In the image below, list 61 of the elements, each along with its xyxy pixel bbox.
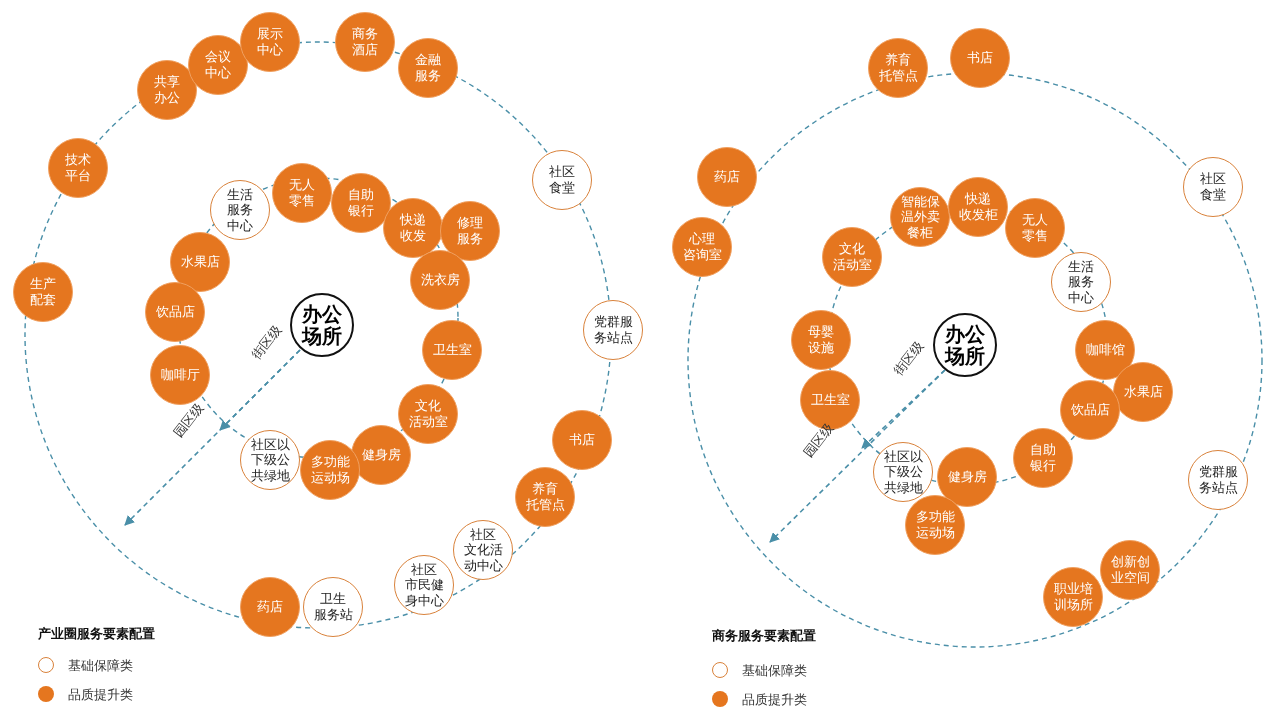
level-label: 街区级 — [248, 321, 286, 364]
legend-heading: 商务服务要素配置 — [712, 627, 816, 645]
quality-service-node: 会议中心 — [188, 35, 248, 95]
quality-service-node: 饮品店 — [145, 282, 205, 342]
quality-service-node: 健身房 — [351, 425, 411, 485]
quality-service-node: 展示中心 — [240, 12, 300, 72]
basic-service-node: 社区食堂 — [1183, 157, 1243, 217]
basic-service-node: 社区以下级公共绿地 — [240, 430, 300, 490]
legend-label: 基础保障类 — [68, 657, 133, 675]
quality-service-node: 多功能运动场 — [300, 440, 360, 500]
quality-service-node: 养育托管点 — [868, 38, 928, 98]
center-node: 办公场所 — [933, 313, 997, 377]
basic-service-node: 社区市民健身中心 — [394, 555, 454, 615]
level-label: 园区级 — [800, 419, 838, 462]
legend-label: 品质提升类 — [742, 691, 807, 709]
quality-service-node: 创新创业空间 — [1100, 540, 1160, 600]
quality-service-node: 生产配套 — [13, 262, 73, 322]
quality-service-node: 书店 — [950, 28, 1010, 88]
quality-service-node: 洗衣房 — [410, 250, 470, 310]
quality-service-node: 商务酒店 — [335, 12, 395, 72]
quality-service-node: 药店 — [697, 147, 757, 207]
quality-service-node: 智能保温外卖餐柜 — [890, 187, 950, 247]
quality-service-node: 文化活动室 — [822, 227, 882, 287]
basic-service-node: 生活服务中心 — [210, 180, 270, 240]
quality-service-node: 快递收发 — [383, 198, 443, 258]
quality-service-node: 咖啡厅 — [150, 345, 210, 405]
basic-service-node: 党群服务站点 — [583, 300, 643, 360]
quality-service-node: 无人零售 — [1005, 198, 1065, 258]
quality-service-node: 共享办公 — [137, 60, 197, 120]
quality-service-node: 药店 — [240, 577, 300, 637]
quality-service-node: 咖啡馆 — [1075, 320, 1135, 380]
legend-label: 品质提升类 — [68, 686, 133, 704]
quality-service-node: 自助银行 — [1013, 428, 1073, 488]
quality-service-node: 水果店 — [1113, 362, 1173, 422]
basic-service-node: 生活服务中心 — [1051, 252, 1111, 312]
quality-service-node: 书店 — [552, 410, 612, 470]
legend-label: 基础保障类 — [742, 662, 807, 680]
quality-service-node: 水果店 — [170, 232, 230, 292]
quality-service-node: 技术平台 — [48, 138, 108, 198]
center-node: 办公场所 — [290, 293, 354, 357]
level-label: 街区级 — [890, 337, 928, 380]
quality-service-node: 母婴设施 — [791, 310, 851, 370]
quality-service-node: 卫生室 — [422, 320, 482, 380]
quality-service-node: 饮品店 — [1060, 380, 1120, 440]
quality-service-node: 修理服务 — [440, 201, 500, 261]
legend-heading: 产业圈服务要素配置 — [38, 625, 155, 643]
basic-service-node: 卫生服务站 — [303, 577, 363, 637]
quality-service-node: 健身房 — [937, 447, 997, 507]
quality-service-node: 职业培训场所 — [1043, 567, 1103, 627]
quality-service-node: 金融服务 — [398, 38, 458, 98]
quality-service-node: 多功能运动场 — [905, 495, 965, 555]
quality-service-node: 养育托管点 — [515, 467, 575, 527]
quality-service-node: 自助银行 — [331, 173, 391, 233]
quality-service-node: 快递收发柜 — [948, 177, 1008, 237]
basic-service-node: 社区以下级公共绿地 — [873, 442, 933, 502]
basic-service-node: 社区文化活动中心 — [453, 520, 513, 580]
basic-service-node: 社区食堂 — [532, 150, 592, 210]
quality-service-node: 文化活动室 — [398, 384, 458, 444]
quality-service-node: 无人零售 — [272, 163, 332, 223]
quality-service-node: 心理咨询室 — [672, 217, 732, 277]
basic-service-node: 党群服务站点 — [1188, 450, 1248, 510]
